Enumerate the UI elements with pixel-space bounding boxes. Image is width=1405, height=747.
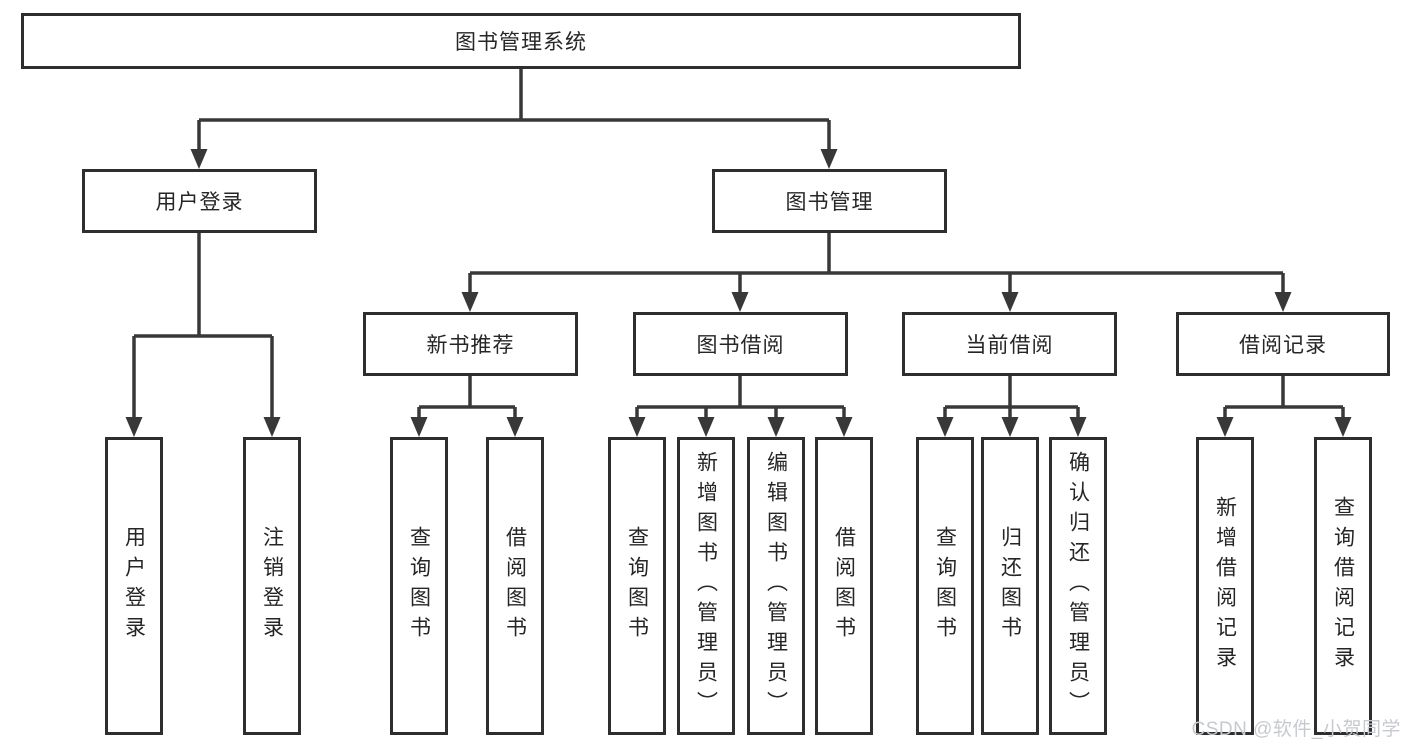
leaf-label: 查询图书 xyxy=(407,526,431,646)
arrowhead-icons xyxy=(125,149,1352,437)
node-label: 当前借阅 xyxy=(965,334,1054,357)
leaf-label: 查询图书 xyxy=(625,526,649,646)
leaf-label: 借阅图书 xyxy=(503,526,527,646)
node-leaf-query-books-2: 查询图书 xyxy=(608,437,666,735)
leaf-label: 确认归还（管理员） xyxy=(1066,451,1090,721)
node-leaf-add-book-admin: 新增图书（管理员） xyxy=(677,437,735,735)
leaf-label: 新增图书（管理员） xyxy=(694,451,718,721)
node-library-management-system: 图书管理系统 xyxy=(21,13,1021,69)
node-user-login: 用户登录 xyxy=(82,169,317,233)
node-leaf-confirm-return-admin: 确认归还（管理员） xyxy=(1049,437,1107,735)
node-current-borrowing: 当前借阅 xyxy=(902,312,1117,376)
node-label: 用户登录 xyxy=(155,191,244,214)
node-leaf-edit-book-admin: 编辑图书（管理员） xyxy=(747,437,805,735)
node-leaf-query-books-1: 查询图书 xyxy=(390,437,448,735)
node-label: 借阅记录 xyxy=(1239,334,1327,357)
node-book-borrowing: 图书借阅 xyxy=(633,312,848,376)
node-leaf-query-books-3: 查询图书 xyxy=(916,437,974,735)
leaf-label: 借阅图书 xyxy=(832,526,856,646)
leaf-label: 注销登录 xyxy=(260,526,284,646)
root-label: 图书管理系统 xyxy=(455,31,587,54)
leaf-label: 查询借阅记录 xyxy=(1331,496,1355,676)
node-leaf-borrow-books-1: 借阅图书 xyxy=(486,437,544,735)
node-label: 图书管理 xyxy=(785,191,874,214)
node-leaf-add-borrow-record: 新增借阅记录 xyxy=(1196,437,1254,735)
node-leaf-borrow-books-2: 借阅图书 xyxy=(815,437,873,735)
leaf-label: 新增借阅记录 xyxy=(1213,496,1237,676)
node-book-management: 图书管理 xyxy=(712,169,947,233)
node-leaf-logout: 注销登录 xyxy=(243,437,301,735)
node-leaf-user-login: 用户登录 xyxy=(105,437,163,735)
node-new-book-recommendation: 新书推荐 xyxy=(363,312,578,376)
leaf-label: 用户登录 xyxy=(122,526,146,646)
node-leaf-query-borrow-record: 查询借阅记录 xyxy=(1314,437,1372,735)
leaf-label: 归还图书 xyxy=(998,526,1022,646)
leaf-label: 查询图书 xyxy=(933,526,957,646)
watermark: CSDN @软件_小贺同学 xyxy=(1191,719,1401,740)
node-label: 图书借阅 xyxy=(696,334,785,357)
node-label: 新书推荐 xyxy=(426,334,515,357)
node-borrowing-records: 借阅记录 xyxy=(1176,312,1390,376)
node-leaf-return-books: 归还图书 xyxy=(981,437,1039,735)
leaf-label: 编辑图书（管理员） xyxy=(764,451,788,721)
